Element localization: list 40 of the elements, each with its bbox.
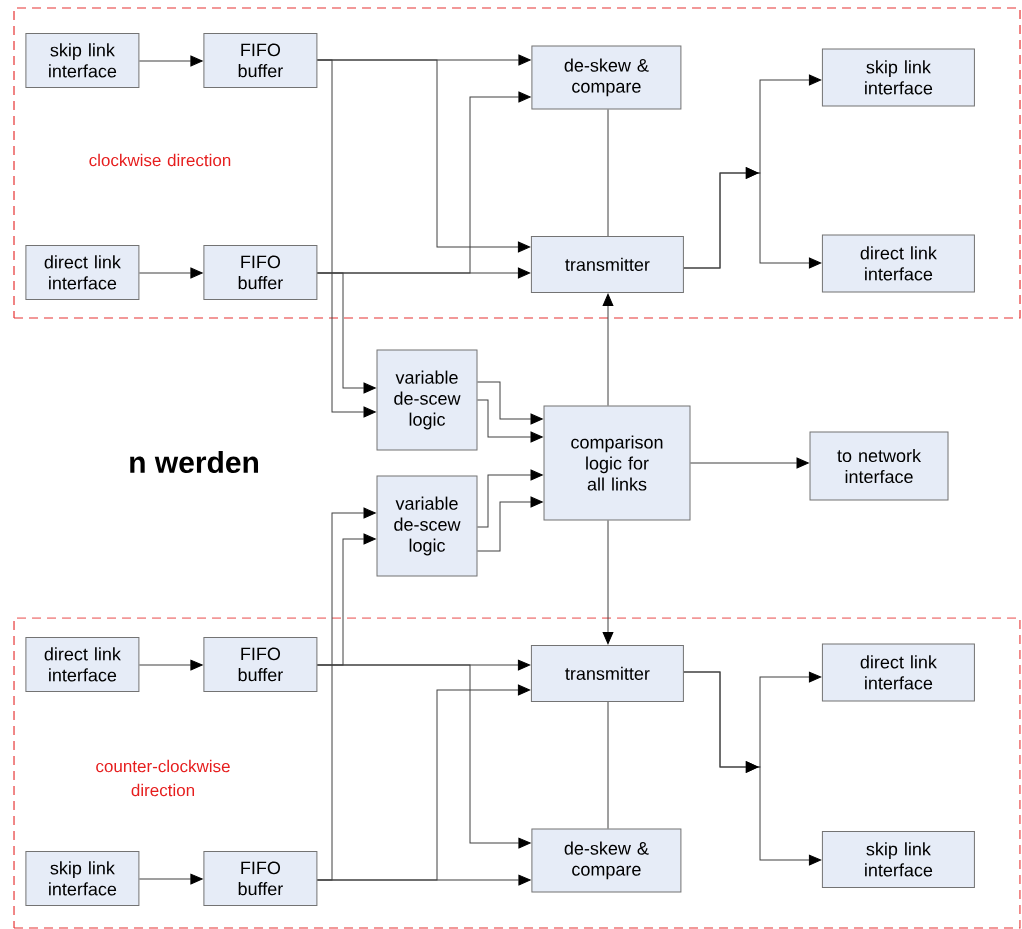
block-box: skip link interface xyxy=(821,830,975,888)
connector-arrow xyxy=(690,457,809,469)
connector-arrow xyxy=(316,272,376,394)
block-box: FIFO buffer xyxy=(203,32,318,88)
connector-arrow xyxy=(138,873,203,885)
connector-arrow xyxy=(477,381,543,425)
connector-arrow xyxy=(683,166,822,269)
connector-arrow xyxy=(683,671,822,866)
block-box: skip link interface xyxy=(821,48,975,107)
block-box: skip link interface xyxy=(25,850,140,906)
block-box: variable de-scew logic xyxy=(376,475,478,577)
connector-arrow xyxy=(138,55,203,67)
block-box: variable de-scew logic xyxy=(376,349,478,451)
connector-arrow xyxy=(138,267,203,279)
block-box: FIFO buffer xyxy=(203,850,318,906)
block-box: to network interface xyxy=(809,431,949,501)
connector-arrow xyxy=(316,533,376,666)
block-box: direct link interface xyxy=(25,244,140,300)
block-box: direct link interface xyxy=(821,234,975,293)
connector-arrow xyxy=(316,507,376,881)
cut-off-heading: n werden xyxy=(130,451,258,474)
connector-arrow xyxy=(477,399,543,443)
block-box: de-skew & compare xyxy=(531,45,682,110)
block-box: de-skew & compare xyxy=(531,828,682,893)
connector-arrow xyxy=(477,496,543,552)
block-box: direct link interface xyxy=(821,643,975,702)
region-label: clockwise direction xyxy=(89,153,231,167)
block-box: transmitter xyxy=(530,644,684,702)
block-box: FIFO buffer xyxy=(203,244,318,300)
block-box: skip link interface xyxy=(25,32,140,88)
block-box: comparison logic for all links xyxy=(543,405,691,521)
region-label: counter-clockwise direction xyxy=(96,759,230,797)
connector-arrow xyxy=(602,520,614,645)
block-box: direct link interface xyxy=(25,636,140,692)
connector-arrow xyxy=(477,469,543,528)
block-box: FIFO buffer xyxy=(203,636,318,692)
block-box: transmitter xyxy=(530,235,684,293)
connector-arrow xyxy=(138,659,203,671)
connector-arrow xyxy=(602,293,614,406)
connector-arrow xyxy=(316,59,376,418)
